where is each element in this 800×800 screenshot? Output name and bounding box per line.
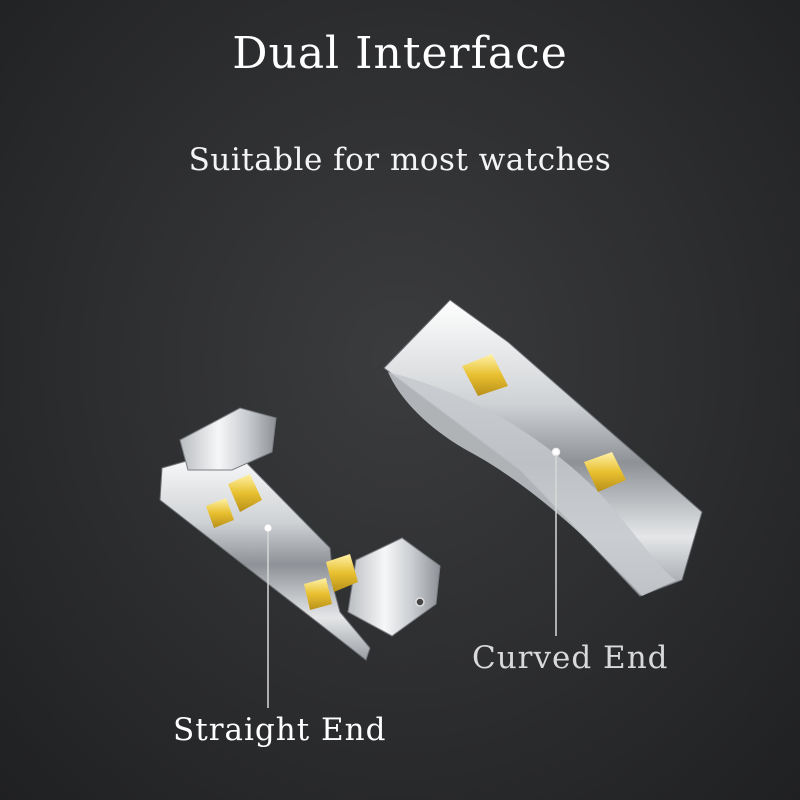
page-subtitle: Suitable for most watches: [188, 142, 612, 178]
straight-end-callout-dot: [264, 524, 272, 532]
page-title: Dual Interface: [232, 28, 568, 79]
curved-end-label: Curved End: [472, 640, 669, 676]
straight-end-link: [159, 407, 441, 661]
curved-end-link: [383, 299, 703, 597]
curved-end-callout-dot: [553, 449, 559, 455]
straight-end-label: Straight End: [173, 712, 387, 748]
